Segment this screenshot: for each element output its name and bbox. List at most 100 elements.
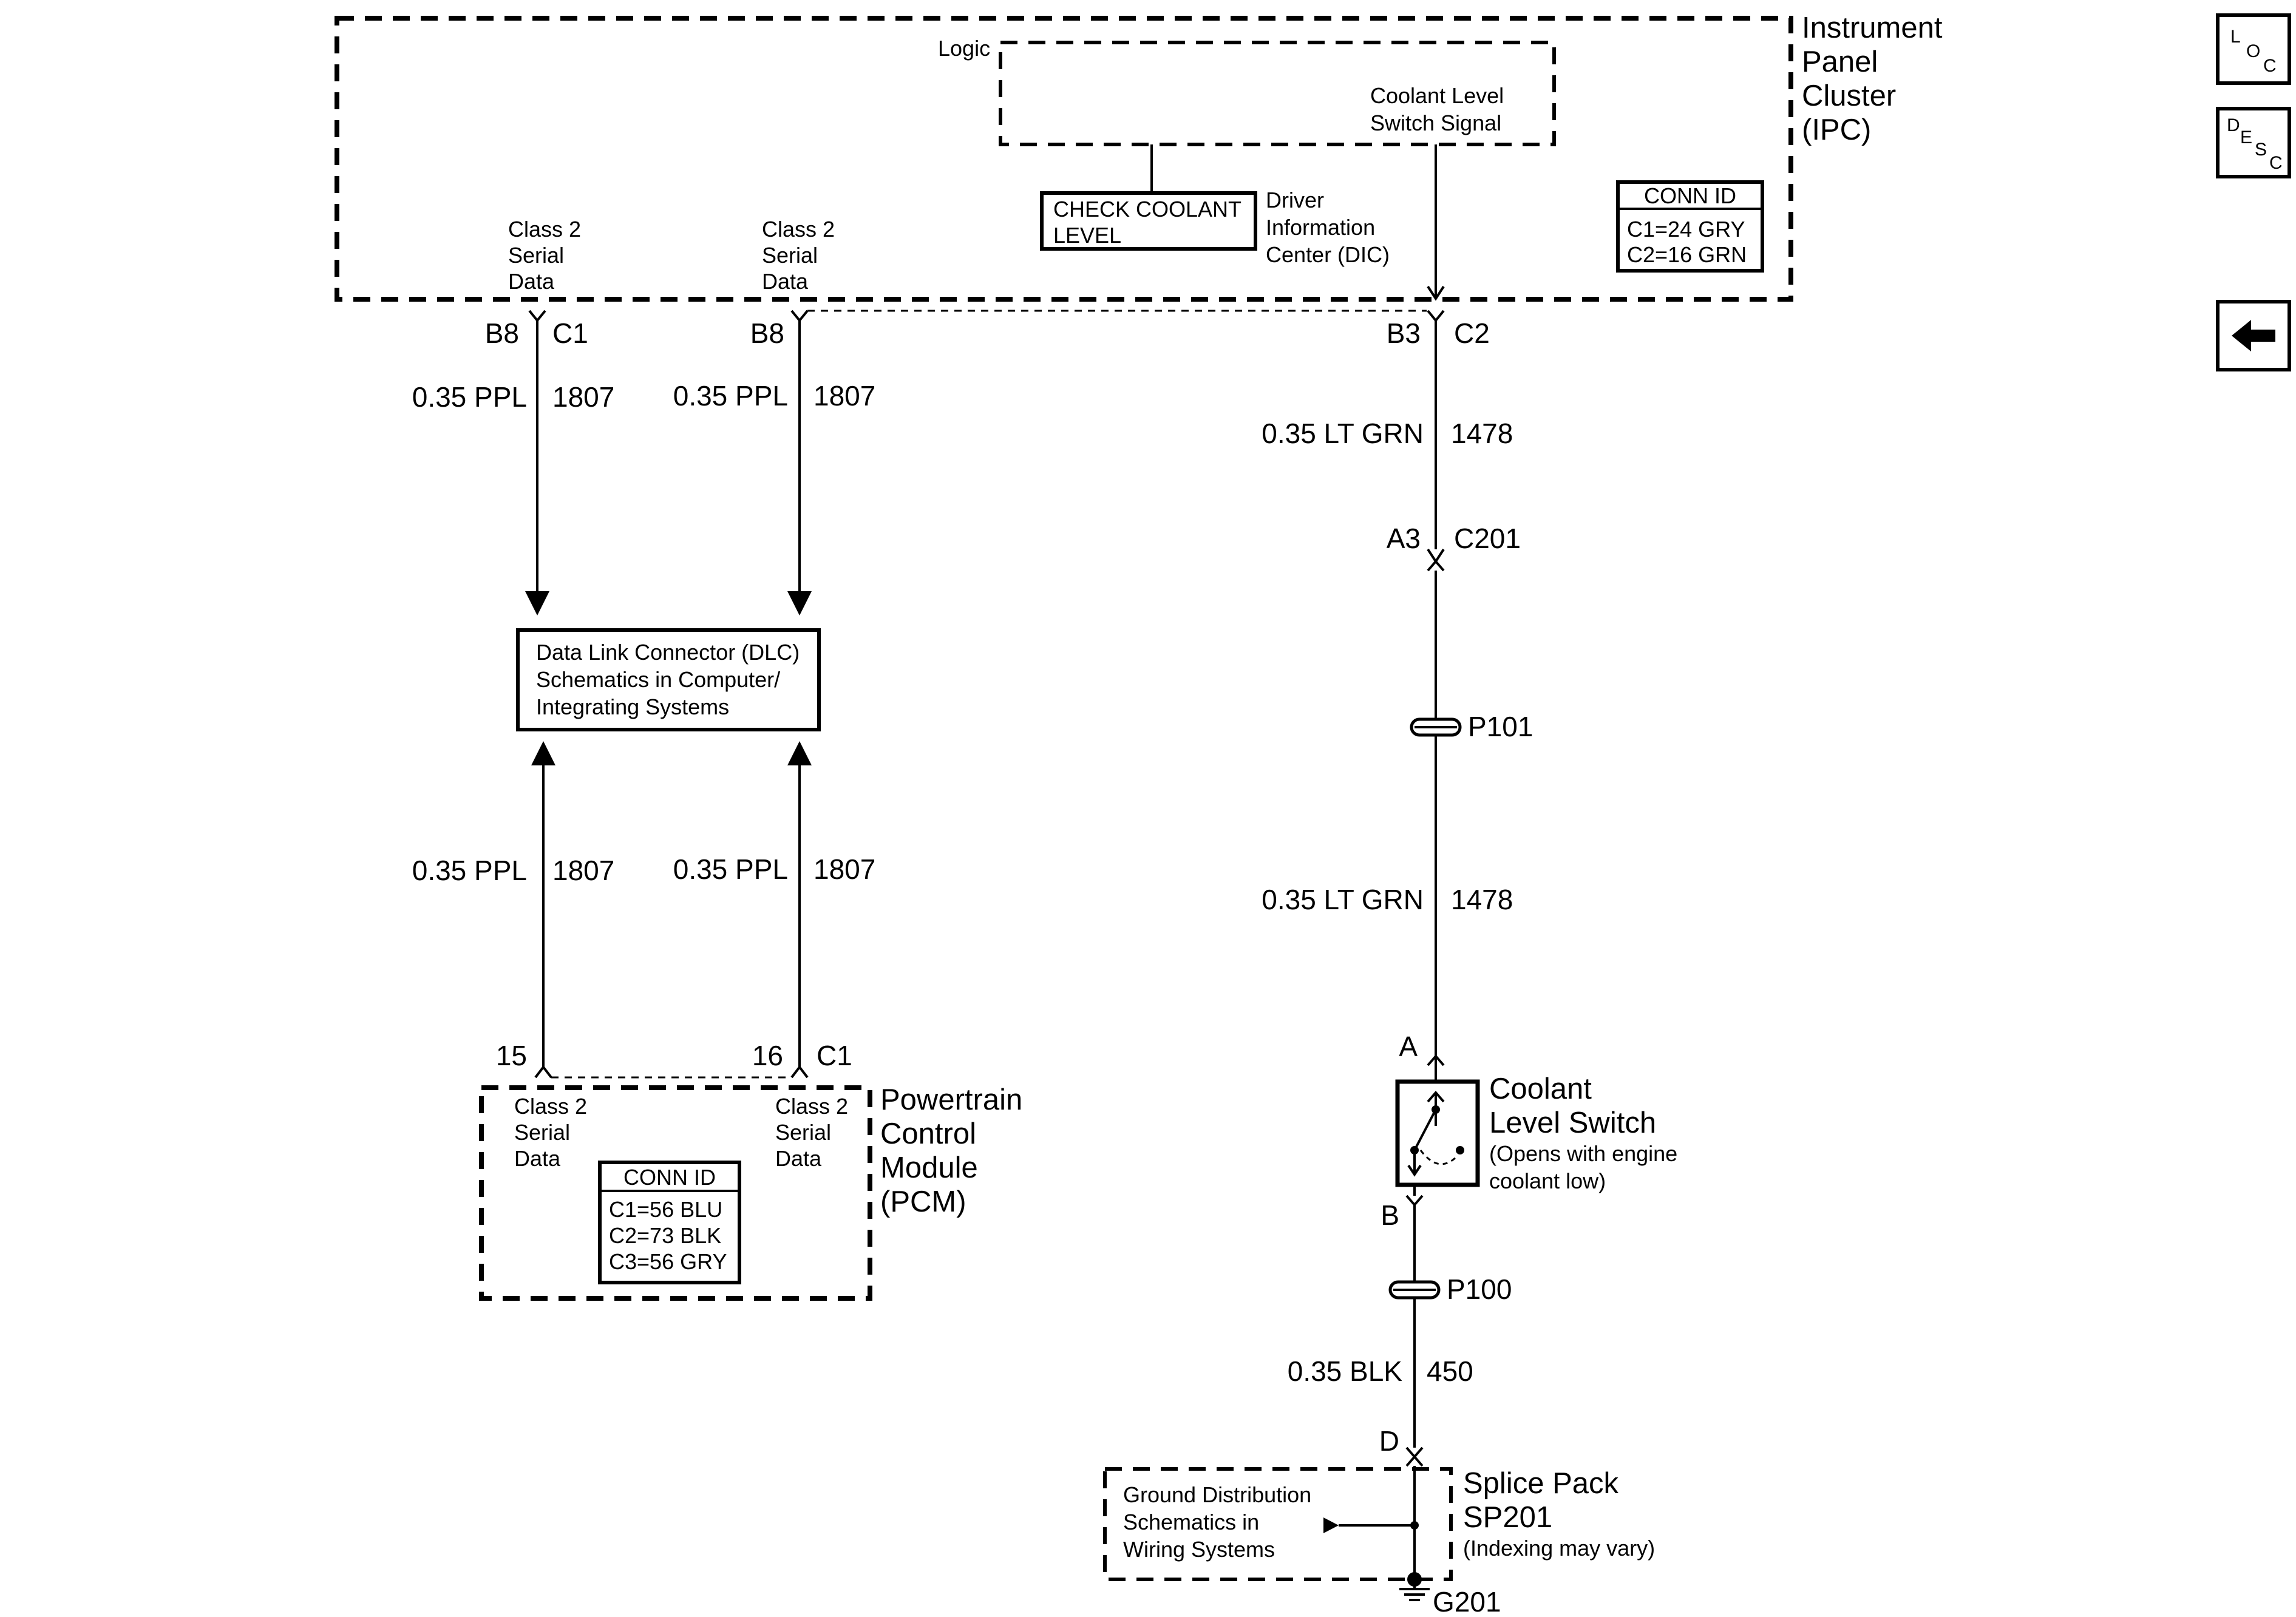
- p101-label: P101: [1468, 711, 1533, 742]
- dlc-line2: Schematics in Computer/: [536, 667, 780, 692]
- dic-label-line2: Information: [1266, 215, 1375, 240]
- pcm-conn: C1: [817, 1040, 852, 1071]
- wire-450-gauge: 0.35 BLK: [1288, 1355, 1403, 1387]
- wire-1478-a-circuit: 1478: [1451, 418, 1513, 449]
- pcm-boundary: [479, 1085, 872, 1301]
- pcm-title-line1: Powertrain: [880, 1083, 1022, 1116]
- loc-button[interactable]: L O C: [2216, 13, 2291, 85]
- pcm-conn-id-c1: C1=56 BLU: [609, 1197, 722, 1222]
- ipc-serial-right-2: Serial: [762, 243, 818, 268]
- switch-pin-a: A: [1399, 1031, 1418, 1062]
- pcm-serial-left-2: Serial: [514, 1120, 570, 1145]
- desc-button[interactable]: D E S C: [2216, 107, 2291, 178]
- desc-letter-c: C: [2269, 153, 2283, 173]
- switch-pin-b: B: [1381, 1199, 1399, 1231]
- logic-label: Logic: [938, 36, 990, 61]
- ipc-pin-right: B3: [1387, 317, 1421, 349]
- ipc-title-line1: Instrument: [1802, 12, 1943, 44]
- pcm-conn-id-c3: C3=56 GRY: [609, 1249, 727, 1274]
- dlc-line3: Integrating Systems: [536, 694, 729, 719]
- desc-letter-d: D: [2227, 115, 2240, 135]
- c201-pin: A3: [1387, 523, 1421, 554]
- pcm-serial-left-3: Data: [514, 1146, 561, 1171]
- signal-label-line1: Coolant Level: [1370, 83, 1504, 108]
- splice-title-line1: Splice Pack: [1463, 1467, 1619, 1500]
- pcm-title-line4: (PCM): [880, 1185, 966, 1218]
- wire-1807-d-gauge: 0.35 PPL: [673, 853, 788, 885]
- wire-1478-b-gauge: 0.35 LT GRN: [1262, 884, 1424, 915]
- dic-message-box: [1040, 191, 1257, 251]
- dic-message-line1: CHECK COOLANT: [1053, 197, 1241, 222]
- ipc-conn-id-c2: C2=16 GRN: [1627, 242, 1747, 267]
- ipc-serial-left-2: Serial: [508, 243, 564, 268]
- c201-name: C201: [1454, 523, 1521, 554]
- pcm-serial-left-1: Class 2: [514, 1094, 587, 1119]
- pcm-pin-right: 16: [752, 1040, 783, 1071]
- ipc-conn-right: C2: [1454, 317, 1490, 349]
- p100-label: P100: [1447, 1273, 1512, 1305]
- ipc-serial-right-3: Data: [762, 269, 809, 294]
- ipc-serial-left-1: Class 2: [508, 217, 581, 242]
- dic-message-line2: LEVEL: [1053, 223, 1121, 248]
- wire-1807-a-circuit: 1807: [552, 381, 614, 413]
- wire-1807-a-gauge: 0.35 PPL: [412, 381, 527, 413]
- pcm-title-line3: Module: [880, 1151, 978, 1184]
- ipc-conn-id-title: CONN ID: [1644, 183, 1736, 208]
- desc-letter-e: E: [2240, 127, 2253, 147]
- ground-dist-line2: Schematics in: [1123, 1510, 1259, 1534]
- switch-note-line2: coolant low): [1489, 1168, 1606, 1193]
- loc-letter-l: L: [2230, 27, 2241, 47]
- switch-note-line1: (Opens with engine: [1489, 1141, 1677, 1166]
- wire-1807-c-gauge: 0.35 PPL: [412, 855, 527, 886]
- pcm-pin-left: 15: [496, 1040, 527, 1071]
- ipc-title-line4: (IPC): [1802, 114, 1871, 146]
- back-button[interactable]: [2216, 300, 2291, 371]
- ipc-serial-left-3: Data: [508, 269, 555, 294]
- wire-1807-b-circuit: 1807: [813, 380, 875, 412]
- ipc-serial-right-1: Class 2: [762, 217, 835, 242]
- wire-1478-a-gauge: 0.35 LT GRN: [1262, 418, 1424, 449]
- pcm-conn-id-c2: C2=73 BLK: [609, 1223, 721, 1248]
- splice-pack-boundary: [1103, 1467, 1453, 1581]
- ipc-pin-mid: B8: [750, 317, 784, 349]
- signal-label-line2: Switch Signal: [1370, 110, 1501, 135]
- p100-passthrough: [1388, 1280, 1441, 1300]
- loc-letter-o: O: [2246, 41, 2261, 61]
- pcm-serial-right-1: Class 2: [775, 1094, 848, 1119]
- desc-letter-s: S: [2255, 140, 2267, 160]
- loc-letter-c: C: [2263, 56, 2277, 76]
- ipc-title-line3: Cluster: [1802, 80, 1896, 112]
- switch-title-line1: Coolant: [1489, 1073, 1592, 1105]
- pcm-conn-id-title: CONN ID: [623, 1165, 716, 1190]
- wire-1478-b-circuit: 1478: [1451, 884, 1513, 915]
- switch-title-line2: Level Switch: [1489, 1107, 1656, 1139]
- wire-1807-c-circuit: 1807: [552, 855, 614, 886]
- splice-title-line2: SP201: [1463, 1501, 1552, 1534]
- ground-dist-line1: Ground Distribution: [1123, 1482, 1311, 1507]
- ground-name: G201: [1433, 1586, 1501, 1617]
- dlc-line1: Data Link Connector (DLC): [536, 640, 800, 665]
- pcm-serial-right-3: Data: [775, 1146, 822, 1171]
- ipc-conn-left: C1: [552, 317, 588, 349]
- left-arrow-icon: [2232, 320, 2275, 351]
- ipc-pin-left: B8: [485, 317, 519, 349]
- ground-symbol: [1399, 1572, 1430, 1601]
- splice-pin: D: [1379, 1425, 1399, 1457]
- pcm-serial-right-2: Serial: [775, 1120, 831, 1145]
- dlc-box[interactable]: [516, 628, 821, 731]
- coolant-level-switch: [1395, 1079, 1480, 1187]
- pcm-conn-id-box: [598, 1161, 741, 1284]
- splice-note: (Indexing may vary): [1463, 1536, 1655, 1561]
- wire-450-circuit: 450: [1427, 1355, 1473, 1387]
- dic-label-line3: Center (DIC): [1266, 242, 1390, 267]
- ipc-title-line2: Panel: [1802, 46, 1878, 78]
- ipc-conn-id-c1: C1=24 GRY: [1627, 217, 1745, 242]
- p101-passthrough: [1410, 717, 1462, 737]
- dic-label-line1: Driver: [1266, 188, 1324, 212]
- pcm-title-line2: Control: [880, 1117, 976, 1150]
- wire-1807-d-circuit: 1807: [813, 853, 875, 885]
- ipc-conn-id-box: [1616, 180, 1764, 273]
- wire-1807-b-gauge: 0.35 PPL: [673, 380, 788, 412]
- ipc-boundary: [335, 16, 1793, 302]
